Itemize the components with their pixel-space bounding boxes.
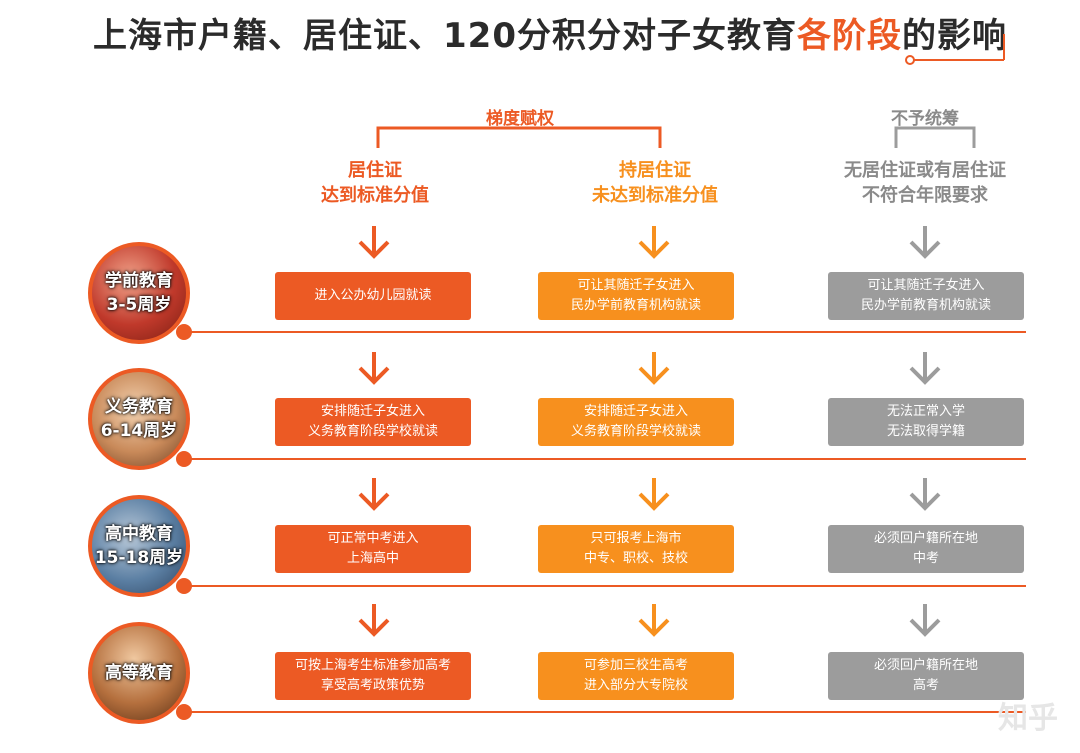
policy-text: 中专、职校、技校 <box>583 551 688 566</box>
policy-text: 中考 <box>912 551 939 566</box>
column-header-3: 无居住证或有居住证 不符合年限要求 <box>820 158 1030 208</box>
column-header-2: 持居住证 未达到标准分值 <box>560 158 750 208</box>
down-arrow-icon <box>638 478 670 511</box>
policy-text: 可让其随迁子女进入 <box>577 278 695 293</box>
down-arrow-icon <box>909 226 941 259</box>
column-header-line: 未达到标准分值 <box>592 185 718 206</box>
stage-dot <box>176 704 192 720</box>
down-arrow-icon <box>638 352 670 385</box>
group-label-gradient: 梯度赋权 <box>486 109 554 129</box>
policy-text: 义务教育阶段学校就读 <box>570 424 701 439</box>
stage-dot <box>176 324 192 340</box>
policy-box: 可正常中考进入 上海高中 <box>275 525 471 573</box>
down-arrow-icon <box>638 604 670 637</box>
row-separator-1 <box>186 331 1026 333</box>
policy-text: 高考 <box>912 678 939 693</box>
stage-age: 3-5周岁 <box>106 295 172 315</box>
policy-text: 享受高考政策优势 <box>320 678 425 693</box>
stage-name: 高中教育 <box>105 524 173 544</box>
policy-text: 可让其随迁子女进入 <box>867 278 985 293</box>
policy-text: 只可报考上海市 <box>590 531 682 546</box>
stage-circle-preschool: 学前教育 3-5周岁 <box>88 242 190 344</box>
stage-age: 6-14周岁 <box>100 421 178 441</box>
down-arrow-icon <box>358 478 390 511</box>
down-arrow-icon <box>909 604 941 637</box>
stage-age: 15-18周岁 <box>94 548 184 568</box>
policy-box: 可按上海考生标准参加高考 享受高考政策优势 <box>275 652 471 700</box>
down-arrow-icon <box>638 226 670 259</box>
stage-name: 高等教育 <box>105 663 173 683</box>
policy-box: 无法正常入学 无法取得学籍 <box>828 398 1024 446</box>
stage-name: 学前教育 <box>105 271 173 291</box>
policy-text: 民办学前教育机构就读 <box>570 298 701 313</box>
group-label-excluded: 不予统筹 <box>891 109 959 129</box>
title-decoration <box>905 34 1005 65</box>
stage-circle-highschool: 高中教育 15-18周岁 <box>88 495 190 597</box>
policy-text: 无法取得学籍 <box>886 424 965 439</box>
column-header-line: 居住证 <box>348 160 402 181</box>
down-arrow-icon <box>358 352 390 385</box>
policy-text: 必须回户籍所在地 <box>873 531 978 546</box>
column-header-1: 居住证 达到标准分值 <box>290 158 460 208</box>
title-highlight: 各阶段 <box>796 16 902 56</box>
column-header-line: 无居住证或有居住证 <box>844 160 1006 181</box>
policy-text: 可参加三校生高考 <box>583 658 688 673</box>
column-header-line: 持居住证 <box>619 160 691 181</box>
column-header-line: 不符合年限要求 <box>862 185 988 206</box>
stage-dot <box>176 578 192 594</box>
policy-box: 可参加三校生高考 进入部分大专院校 <box>538 652 734 700</box>
row-separator-2 <box>186 458 1026 460</box>
policy-text: 进入部分大专院校 <box>583 678 688 693</box>
policy-box: 安排随迁子女进入 义务教育阶段学校就读 <box>275 398 471 446</box>
column-header-line: 达到标准分值 <box>321 185 429 206</box>
policy-box: 可让其随迁子女进入 民办学前教育机构就读 <box>538 272 734 320</box>
policy-text: 民办学前教育机构就读 <box>860 298 991 313</box>
policy-text: 可正常中考进入 <box>327 531 419 546</box>
group-bracket-gradient <box>376 126 662 148</box>
policy-text: 安排随迁子女进入 <box>320 404 425 419</box>
policy-box: 进入公办幼儿园就读 <box>275 272 471 320</box>
down-arrow-icon <box>358 604 390 637</box>
stage-circle-compulsory: 义务教育 6-14周岁 <box>88 368 190 470</box>
page-title: 上海市户籍、居住证、120分积分对子女教育各阶段的影响 <box>0 8 1080 57</box>
title-suffix: 的影响 <box>901 16 1007 56</box>
stage-circle-higher: 高等教育 <box>88 622 190 724</box>
title-prefix: 上海市户籍、居住证、120分积分对子女教育 <box>93 16 797 56</box>
policy-text: 无法正常入学 <box>886 404 965 419</box>
stage-dot <box>176 451 192 467</box>
down-arrow-icon <box>909 352 941 385</box>
policy-text: 可按上海考生标准参加高考 <box>294 658 451 673</box>
policy-text: 上海高中 <box>346 551 399 566</box>
policy-box: 可让其随迁子女进入 民办学前教育机构就读 <box>828 272 1024 320</box>
down-arrow-icon <box>358 226 390 259</box>
watermark: 知乎 <box>998 701 1058 736</box>
down-arrow-icon <box>909 478 941 511</box>
policy-text: 必须回户籍所在地 <box>873 658 978 673</box>
policy-box: 必须回户籍所在地 高考 <box>828 652 1024 700</box>
policy-box: 安排随迁子女进入 义务教育阶段学校就读 <box>538 398 734 446</box>
policy-text: 安排随迁子女进入 <box>583 404 688 419</box>
policy-box: 只可报考上海市 中专、职校、技校 <box>538 525 734 573</box>
policy-text: 进入公办幼儿园就读 <box>314 288 432 303</box>
policy-text: 义务教育阶段学校就读 <box>307 424 438 439</box>
row-separator-3 <box>186 585 1026 587</box>
stage-name: 义务教育 <box>105 397 173 417</box>
group-bracket-excluded <box>894 126 976 148</box>
policy-box: 必须回户籍所在地 中考 <box>828 525 1024 573</box>
row-separator-4 <box>186 711 1026 713</box>
